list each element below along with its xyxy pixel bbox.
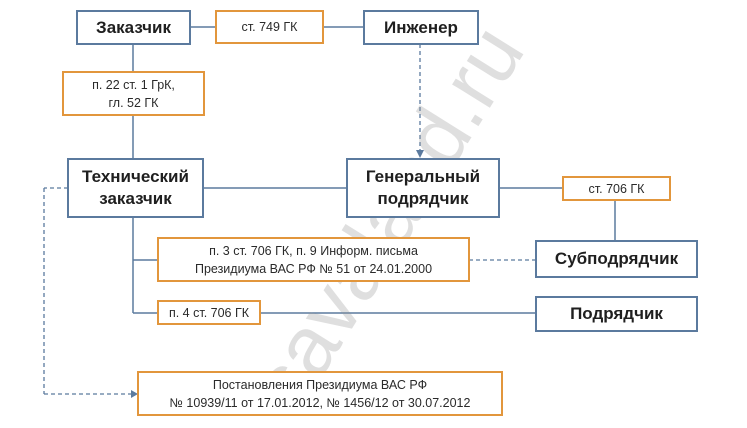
art22-ref-line2: гл. 52 ГК [108, 95, 159, 110]
contractor-label: Подрядчик [570, 304, 663, 323]
customer-label: Заказчик [96, 17, 171, 37]
info-letter-ref-line1: п. 3 ст. 706 ГК, п. 9 Информ. письма [209, 243, 418, 258]
engineer-label: Инженер [384, 17, 458, 37]
art749-ref-box: ст. 749 ГК [215, 10, 324, 44]
info-letter-ref-box: п. 3 ст. 706 ГК, п. 9 Информ. письма Пре… [157, 237, 470, 282]
resolutions-ref-line1: Постановления Президиума ВАС РФ [212, 377, 428, 392]
art706-ref: ст. 706 ГК [588, 181, 645, 196]
art22-ref-line1: п. 22 ст. 1 ГрК, [92, 77, 175, 92]
arrow-engineer-general [416, 150, 424, 158]
engineer-box: Инженер [363, 10, 479, 45]
customer-box: Заказчик [76, 10, 191, 45]
art706p4-ref: п. 4 ст. 706 ГК [168, 305, 250, 320]
art22-ref-box: п. 22 ст. 1 ГрК, гл. 52 ГК [62, 71, 205, 116]
contractor-box: Подрядчик [535, 296, 698, 332]
general-contractor-line1: Генеральный [365, 167, 481, 186]
subcontractor-label: Субподрядчик [554, 249, 679, 268]
general-contractor-box: Генеральный подрядчик [346, 158, 500, 218]
resolutions-ref-line2: № 10939/11 от 17.01.2012, № 1456/12 от 3… [169, 395, 471, 410]
art706-ref-box: ст. 706 ГК [562, 176, 671, 201]
info-letter-ref-line2: Президиума ВАС РФ № 51 от 24.01.2000 [194, 261, 433, 276]
subcontractor-box: Субподрядчик [535, 240, 698, 278]
art706p4-ref-box: п. 4 ст. 706 ГК [157, 300, 261, 325]
technical-customer-line1: Технический [82, 167, 189, 186]
technical-customer-box: Технический заказчик [67, 158, 204, 218]
resolutions-ref-box: Постановления Президиума ВАС РФ № 10939/… [137, 371, 503, 416]
general-contractor-line2: подрядчик [377, 189, 469, 208]
arrow-resolutions [131, 390, 138, 398]
art749-ref: ст. 749 ГК [241, 20, 298, 34]
technical-customer-line2: заказчик [99, 189, 172, 208]
